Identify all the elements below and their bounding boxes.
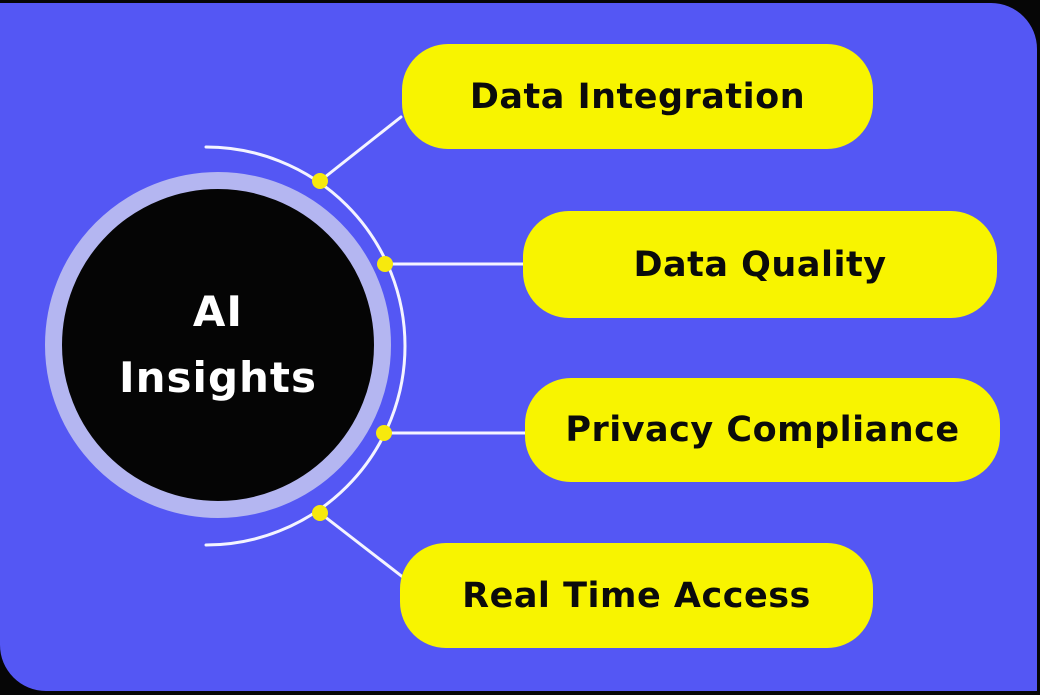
center-node-title-line2: Insights <box>119 353 317 402</box>
node-real-time-access: Real Time Access <box>400 543 873 648</box>
node-data-quality: Data Quality <box>523 211 997 318</box>
node-label: Privacy Compliance <box>565 410 960 450</box>
node-privacy-compliance: Privacy Compliance <box>525 378 1000 482</box>
center-node-title-line1: AI <box>192 287 244 336</box>
node-label: Real Time Access <box>462 575 811 616</box>
node-data-integration: Data Integration <box>402 44 873 149</box>
center-node: AI Insights <box>45 172 391 518</box>
node-label: Data Quality <box>633 244 887 285</box>
node-label: Data Integration <box>469 76 806 117</box>
